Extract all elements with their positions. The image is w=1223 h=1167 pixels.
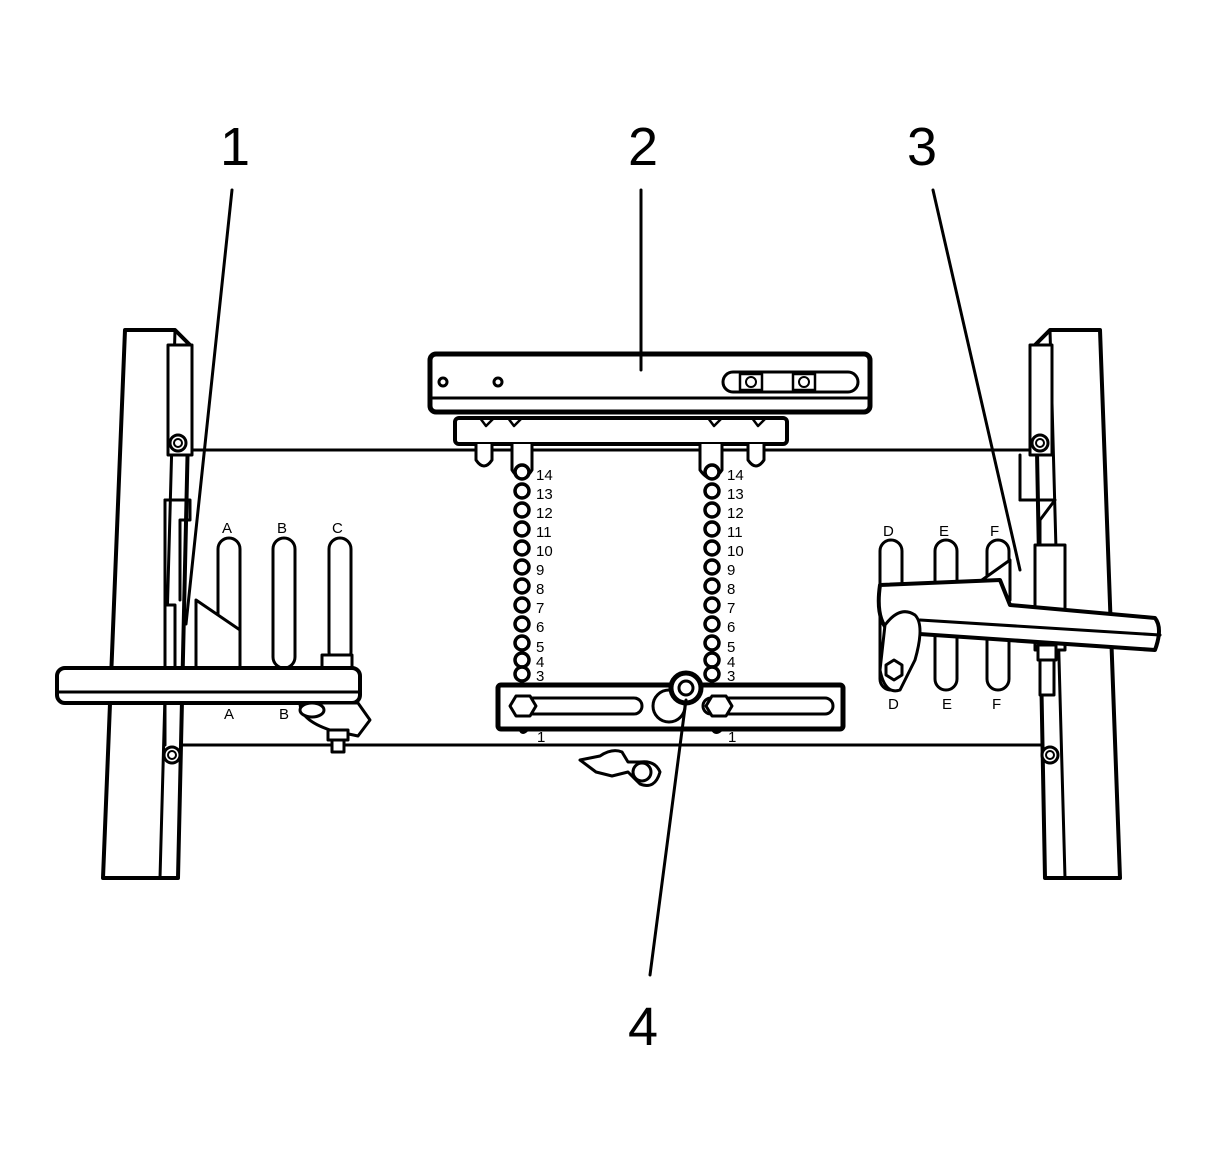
hole-number: 3 [727,668,735,685]
hole-number: 13 [727,486,744,503]
hole-number: 7 [536,600,544,617]
adjustment-hole [703,463,721,481]
hole-number: 4 [727,654,735,671]
hole-number: 5 [727,639,735,656]
adjustment-hole [513,501,531,519]
adjustment-hole [513,539,531,557]
hole-number: 3 [536,668,544,685]
adjustment-hole [513,558,531,576]
hole-number: 1 [537,729,545,746]
adjustment-hole [703,615,721,633]
arm-label-f: F [992,696,1001,713]
hole-number: 11 [536,524,552,541]
callout-4: 4 [628,997,658,1057]
hole-number: 4 [536,654,544,671]
hole-number: 10 [536,543,553,560]
hole-number: 10 [727,543,744,560]
hole-number: 12 [536,505,553,522]
adjustment-hole [513,482,531,500]
left-upright [101,328,194,880]
post-label-e: E [939,523,949,540]
hole-number: 5 [536,639,544,656]
post-label-c: C [332,520,343,537]
adjustment-hole [703,634,721,652]
post-label-a: A [222,520,232,537]
hole-number: 7 [727,600,735,617]
adjustment-hole [513,596,531,614]
hole-number: 9 [727,562,735,579]
callout-1: 1 [220,117,250,177]
callout-2: 2 [628,117,658,177]
adjustment-hole [703,482,721,500]
adjustment-hole [703,558,721,576]
bottom-slide-bar [495,670,846,787]
hole-number: 6 [727,619,735,636]
top-plate [427,351,873,480]
arm-label-e: E [942,696,952,713]
hole-number: 12 [727,505,744,522]
adjustment-hole [703,651,721,669]
left-hole-numbers: 14 13 12 11 10 9 8 7 6 5 4 3 1 [536,467,553,746]
callout-3: 3 [907,117,937,177]
adjustment-hole [513,463,531,481]
callout-numbers: 1 2 3 4 [220,117,937,1057]
left-hole-column [513,463,531,683]
adjustment-hole [513,520,531,538]
hole-number: 1 [728,729,736,746]
hole-number: 13 [536,486,553,503]
post-label-f: F [990,523,999,540]
adjustment-hole [703,501,721,519]
right-hole-column [703,463,721,683]
right-upright [1018,328,1122,880]
right-hole-numbers: 14 13 12 11 10 9 8 7 6 5 4 3 1 [727,467,744,746]
arm-label-b: B [279,706,289,723]
adjustment-hole [513,651,531,669]
post-label-b: B [277,520,287,537]
hole-number: 14 [727,467,744,484]
adjustment-hole [703,577,721,595]
arm-label-d: D [888,696,899,713]
hole-number: 9 [536,562,544,579]
arm-label-a: A [224,706,234,723]
hole-number: 6 [536,619,544,636]
adjustment-hole [703,520,721,538]
hole-number: 14 [536,467,553,484]
adjustment-hole [513,577,531,595]
adjustment-hole [703,665,721,683]
leader-lines [184,188,1022,977]
adjustment-hole [513,665,531,683]
adjustment-hole [703,596,721,614]
left-clamp: A B C A B [55,520,372,754]
hole-number: 8 [536,581,544,598]
hole-number: 11 [727,524,743,541]
post-label-d: D [883,523,894,540]
adjustment-hole [513,615,531,633]
adjustment-hole [513,634,531,652]
hole-number: 8 [727,581,735,598]
adjustment-hole [703,539,721,557]
right-clamp: D E F D E F [876,523,1162,713]
